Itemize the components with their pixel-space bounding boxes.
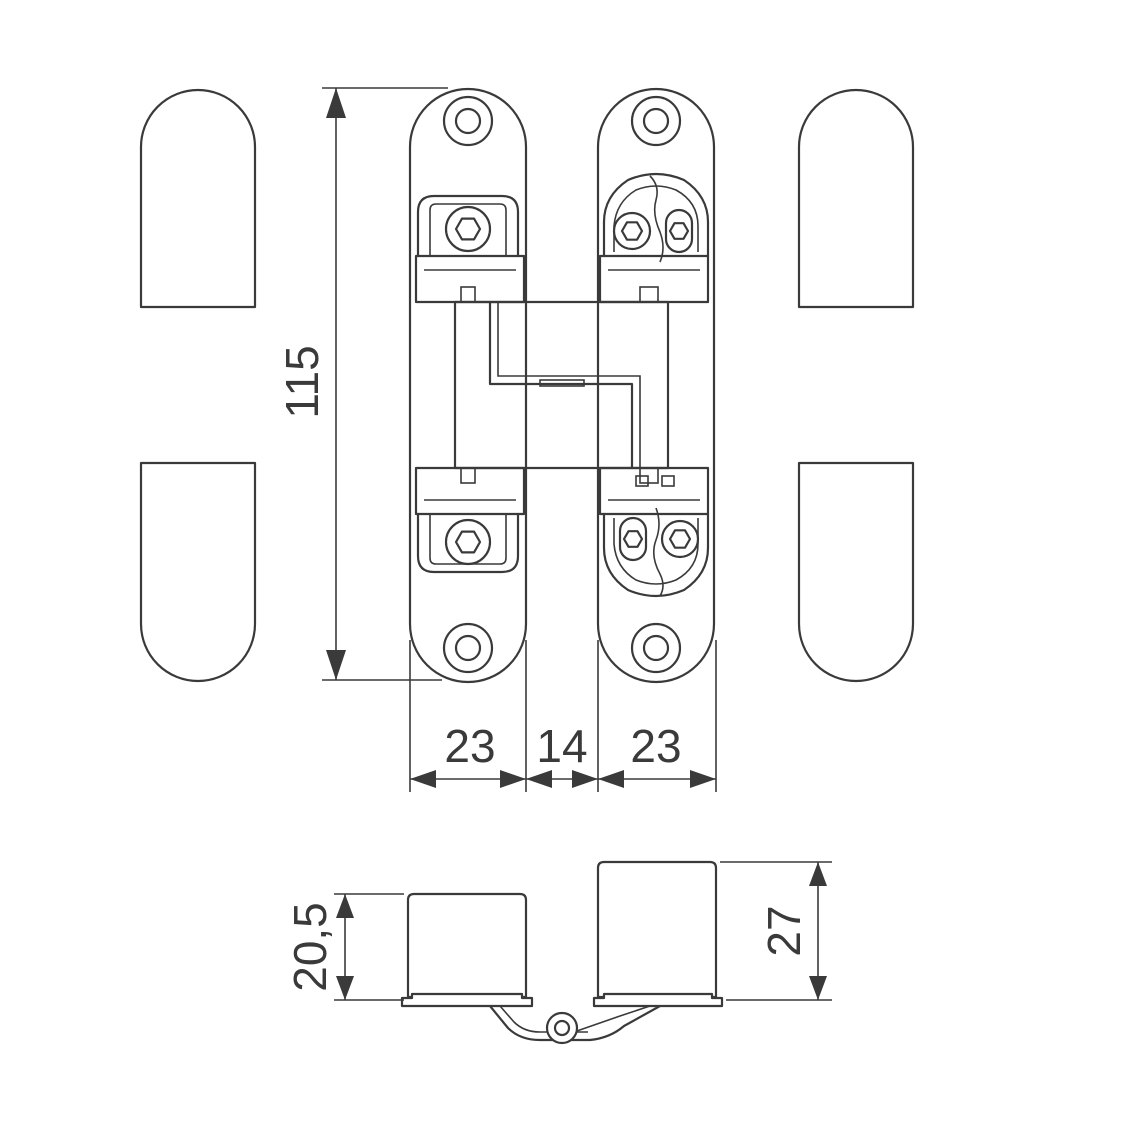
mounting-hole-right-bottom [630,622,682,674]
side-left-flange [400,992,534,1008]
dimension-widths: 23 14 23 [409,640,717,792]
mounting-hole-left-bottom [442,622,494,674]
cover-cap-top-left [139,88,257,309]
hex-screw-right-top-large [612,211,652,251]
hex-screw-right-top-small [664,208,694,254]
dimension-width-left-label: 23 [444,720,495,772]
hinge-side-view [400,860,724,1045]
side-left-body [406,892,528,999]
left-lower-housing [416,512,520,574]
cover-caps [139,88,915,683]
right-lower-bar [598,466,710,516]
side-right-body [596,860,718,999]
side-right-flange [592,992,724,1008]
right-upper-housing [602,172,710,258]
dimension-depth-right: 27 [720,861,832,1001]
mounting-hole-left-top [442,95,494,147]
hex-screw-right-bottom-large [660,519,700,559]
mounting-hole-right-top [630,95,682,147]
right-lower-housing [602,512,710,598]
dimension-depth-right-label: 27 [758,905,810,956]
hinge-front-view [408,87,716,684]
right-leaf-plate [596,87,716,684]
dimension-width-right-label: 23 [630,720,681,772]
dimension-height-label: 115 [276,345,328,418]
right-upper-bar [598,254,710,304]
left-upper-bar [414,254,526,304]
dimension-depth-left-label: 20,5 [284,902,336,992]
left-leaf-plate [408,87,528,684]
left-upper-housing [416,194,520,258]
hex-screw-right-bottom-small [618,516,648,562]
cover-cap-bottom-right [797,461,915,683]
dimension-width-center-label: 14 [536,720,587,772]
hex-screw-left-bottom [444,518,492,566]
hinge-center-body [453,300,670,470]
side-pivot-pin [545,1011,579,1045]
dimension-height: 115 [276,87,448,681]
left-lower-bar [414,466,526,516]
cover-cap-top-right [797,88,915,309]
hex-screw-left-top [444,205,492,253]
cover-cap-bottom-left [139,461,257,683]
dimension-depth-left: 20,5 [284,893,404,1001]
